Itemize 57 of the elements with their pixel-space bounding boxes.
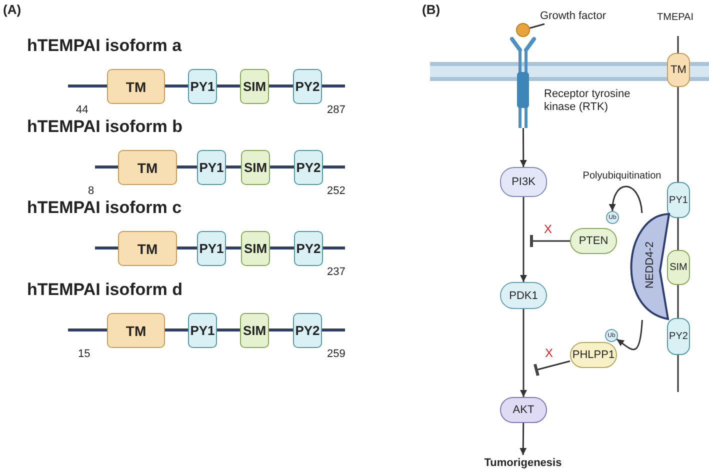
py-motif-domain: PY2 [294,231,323,266]
arrow [520,309,527,397]
sim-domain: SIM [241,231,270,266]
edge-label: Polyubiquitination [582,170,662,182]
residue-number: 44 [76,104,88,116]
ligand-label: Growth factor [538,8,608,24]
py-motif-domain: PY2 [293,69,322,104]
outcome-label: Tumorigenesis [478,455,568,471]
py-motif-domain: PY1 [188,69,217,104]
edge-label: X [545,346,553,360]
transmembrane-domain: TM [667,53,690,87]
inhibition-line [534,360,570,376]
py-motif-domain: PY1 [197,150,226,185]
protein-box: PHLPP1 [570,342,617,368]
protein-box: PI3K [500,167,547,197]
inhibition-line [530,235,570,247]
arrow [609,186,643,214]
isoform-title: hTEMPAI isoform d [27,280,183,300]
transmembrane-domain: TM [118,231,177,266]
ligand-ball [516,23,530,37]
protein-box: PTEN [570,228,617,254]
panel-label: (B) [422,2,440,17]
isoform-title: hTEMPAI isoform b [27,117,183,137]
residue-number: 237 [327,266,346,278]
residue-number: 252 [327,185,346,197]
transmembrane-domain: TM [118,150,177,185]
arrow [520,423,527,455]
py-motif-domain: PY1 [188,313,217,348]
sim-domain: SIM [240,313,269,348]
isoform-title: hTEMPAI isoform c [27,198,182,218]
leader-line [530,23,545,29]
arrow [520,128,527,167]
transmembrane-domain: TM [107,69,165,104]
edge-label: X [544,222,552,236]
residue-number: 259 [327,348,346,360]
protein-box: AKT [500,397,547,423]
sim-domain: SIM [240,69,269,104]
sim-domain: SIM [241,150,270,185]
arrow [520,197,527,282]
py-motif-domain: PY1 [197,231,226,266]
residue-number: 287 [327,104,346,116]
py-motif-domain: PY2 [667,318,690,355]
receptor-drawing [508,36,538,128]
residue-number: 8 [88,185,94,197]
isoform-title: hTEMPAI isoform a [27,36,182,56]
panel-label: (A) [3,2,22,17]
protein-box: PDK1 [500,282,547,309]
transmembrane-domain: TM [107,313,165,348]
protein-label: NEDD4-2 [644,241,656,289]
protein-name: TMEPAI [657,12,694,23]
sim-domain: SIM [667,250,690,285]
py-motif-domain: PY1 [667,182,690,218]
arrow [616,320,643,350]
py-motif-domain: PY2 [293,313,322,348]
receptor-label: Receptor tyrosine kinase (RTK) [544,88,632,114]
residue-number: 15 [78,348,90,360]
py-motif-domain: PY2 [294,150,323,185]
